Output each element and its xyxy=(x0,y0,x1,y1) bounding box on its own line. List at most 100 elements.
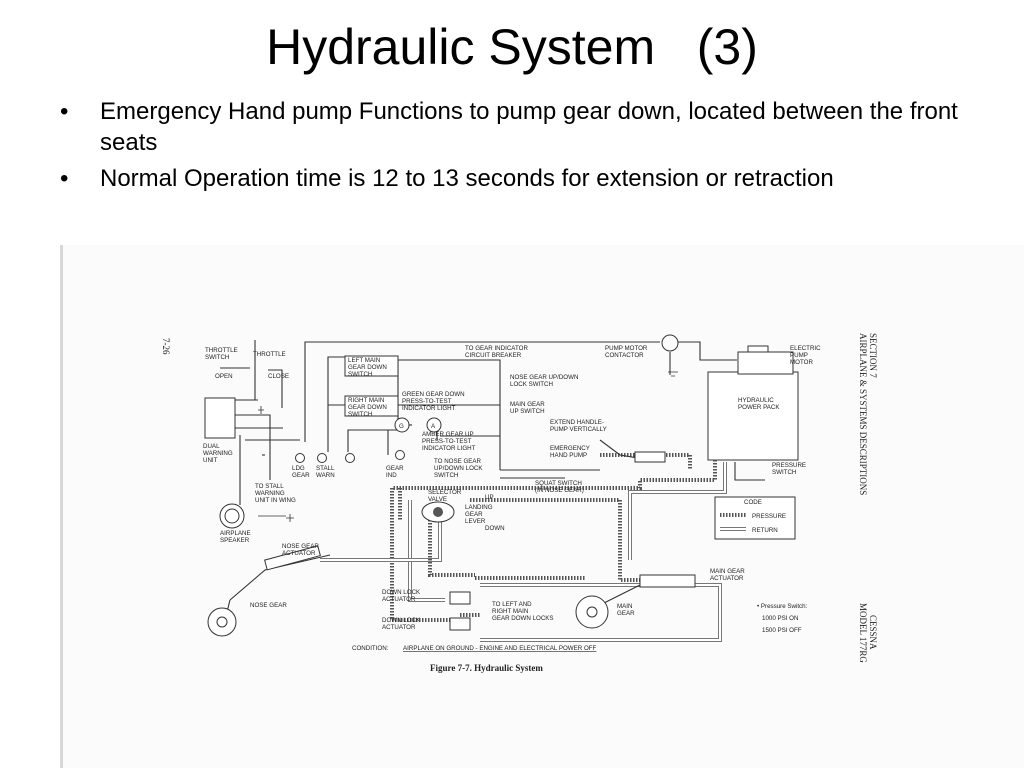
label-throttle-switch-1: THROTTLE xyxy=(205,347,238,354)
label-main-gear-1: MAIN xyxy=(617,603,632,610)
label-main-actuator-1: MAIN GEAR xyxy=(710,568,745,575)
amber-light-letter: A xyxy=(431,423,436,430)
speaker-cone xyxy=(224,508,240,524)
label-left-main-3: SWITCH xyxy=(348,371,372,378)
label-to-lr-main-1: TO LEFT AND xyxy=(492,601,532,608)
legend-return-label: RETURN xyxy=(752,527,778,534)
diagram-labels: THROTTLE SWITCH THROTTLE OPEN CLOSE LEFT… xyxy=(203,345,821,673)
label-main-gear-up-2: UP SWITCH xyxy=(510,408,545,415)
label-electric-pump-2: PUMP xyxy=(790,352,808,359)
slide-title: Hydraulic System (3) xyxy=(266,19,758,75)
label-to-lr-main-2: RIGHT MAIN xyxy=(492,608,528,615)
stall-warn-light xyxy=(317,453,327,463)
model-header: CESSNA xyxy=(868,615,878,650)
label-psw-note-2: 1000 PSI ON xyxy=(762,615,798,622)
amber-gear-up-light xyxy=(426,417,442,433)
electrical-wiring xyxy=(220,340,765,522)
label-dual-warning-3: UNIT xyxy=(203,457,218,464)
label-hydraulic-pack-1: HYDRAULIC xyxy=(738,397,774,404)
label-stall-warn-1: STALL xyxy=(316,465,335,472)
label-green-light-1: GREEN GEAR DOWN xyxy=(402,391,465,398)
nose-gear-actuator-body xyxy=(264,545,321,571)
label-emergency-pump-2: HAND PUMP xyxy=(550,452,587,459)
label-to-nose-gear-2: UP/DOWN LOCK xyxy=(434,465,483,472)
bullet-item: • Normal Operation time is 12 to 13 secon… xyxy=(60,163,960,194)
label-down-lock-1a: DOWN LOCK xyxy=(382,589,421,596)
label-ldg-gear-1: LDG xyxy=(292,465,305,472)
label-psw-note-1: • Pressure Switch: xyxy=(757,603,808,610)
legend-pressure-label: PRESSURE xyxy=(752,513,786,520)
label-selector-valve-1: SELECTOR xyxy=(428,489,462,496)
label-pump-motor-contactor-2: CONTACTOR xyxy=(605,352,644,359)
gear-ind-light xyxy=(345,453,355,463)
ldg-gear-light xyxy=(295,453,305,463)
figure-caption: Figure 7-7. Hydraulic System xyxy=(430,663,543,673)
dual-warning-unit xyxy=(204,397,236,439)
label-up: UP xyxy=(485,494,494,501)
label-dual-warning-1: DUAL xyxy=(203,443,220,450)
label-hydraulic-pack-2: POWER PACK xyxy=(738,404,780,411)
electric-pump-motor xyxy=(737,351,794,375)
condition-value: AIRPLANE ON GROUND - ENGINE AND ELECTRIC… xyxy=(403,645,597,652)
label-down-lock-2a: DOWN LOCK xyxy=(382,617,421,624)
scanned-figure-background xyxy=(60,245,1024,768)
hydraulic-power-pack xyxy=(707,371,799,461)
label-nose-gear: NOSE GEAR xyxy=(250,602,287,609)
label-electric-pump-1: ELECTRIC xyxy=(790,345,821,352)
label-amber-light-1: AMBER GEAR UP xyxy=(422,431,474,438)
bullet-text: Normal Operation time is 12 to 13 second… xyxy=(100,165,834,192)
label-selector-valve-2: VALVE xyxy=(428,496,447,503)
label-landing-gear-lever-3: LEVER xyxy=(465,518,486,525)
label-to-stall-1: TO STALL xyxy=(255,483,284,490)
landing-gear-lever-knob xyxy=(433,507,443,517)
label-to-stall-3: UNIT IN WING xyxy=(255,497,296,504)
label-throttle-switch-2: SWITCH xyxy=(205,354,229,361)
label-to-nose-gear-3: SWITCH xyxy=(434,472,458,479)
label-psw-note-3: 1500 PSI OFF xyxy=(762,627,802,634)
label-pump-motor-contactor-1: PUMP MOTOR xyxy=(605,345,648,352)
label-landing-gear-lever-2: GEAR xyxy=(465,511,483,518)
section-title: AIRPLANE & SYSTEMS DESCRIPTIONS xyxy=(858,333,868,495)
label-extend-handle-2: PUMP VERTICALLY xyxy=(550,426,607,433)
down-lock-actuator-2 xyxy=(449,617,471,631)
label-down-lock-2b: ACTUATOR xyxy=(382,624,416,631)
label-open: OPEN xyxy=(215,373,233,380)
label-left-main-2: GEAR DOWN xyxy=(348,364,387,371)
label-right-main-3: SWITCH xyxy=(348,411,372,418)
label-to-lr-main-3: GEAR DOWN LOCKS xyxy=(492,615,554,622)
label-amber-light-2: PRESS-TO-TEST xyxy=(422,438,472,445)
label-electric-pump-3: MOTOR xyxy=(790,359,813,366)
label-right-main-1: RIGHT MAIN xyxy=(348,397,384,404)
label-close: CLOSE xyxy=(268,373,289,380)
label-nose-actuator-1: NOSE GEAR xyxy=(282,543,319,550)
model-number: MODEL 177RG xyxy=(858,603,868,663)
label-main-gear-up-1: MAIN GEAR xyxy=(510,401,545,408)
label-down-lock-1b: ACTUATOR xyxy=(382,596,416,603)
label-nose-gear-lock-1: NOSE GEAR UP/DOWN xyxy=(510,374,578,381)
label-main-actuator-2: ACTUATOR xyxy=(710,575,744,582)
label-dual-warning-2: WARNING xyxy=(203,450,233,457)
label-throttle: THROTTLE xyxy=(253,351,286,358)
down-lock-actuator-1 xyxy=(449,591,471,605)
label-gear-ind-2: IND xyxy=(386,472,397,479)
nose-gear-assembly xyxy=(207,545,331,637)
label-right-main-2: GEAR DOWN xyxy=(348,404,387,411)
bullet-icon: • xyxy=(60,165,69,192)
main-gear-actuator-body xyxy=(639,574,696,588)
label-to-nose-gear-1: TO NOSE GEAR xyxy=(434,458,482,465)
label-landing-gear-lever-1: LANDING xyxy=(465,504,493,511)
pump-motor-contactor xyxy=(661,334,679,352)
label-down: DOWN xyxy=(485,525,505,532)
label-emergency-pump-1: EMERGENCY xyxy=(550,445,590,452)
to-nose-gear-switch-light xyxy=(395,450,405,460)
bullet-item: •Emergency Hand pump Functions to pump g… xyxy=(60,96,960,158)
label-squat-switch-1: SQUAT SWITCH xyxy=(535,480,582,487)
bullet-icon: • xyxy=(60,98,69,125)
main-wheel-hub xyxy=(586,606,598,618)
label-left-main-1: LEFT MAIN xyxy=(348,357,380,364)
pump-motor-cap xyxy=(747,345,769,353)
left-main-gear-down-switch xyxy=(344,355,399,377)
label-squat-switch-2: (IN NOSE GEAR) xyxy=(535,487,584,494)
section-header: SECTION 7 xyxy=(868,333,878,378)
